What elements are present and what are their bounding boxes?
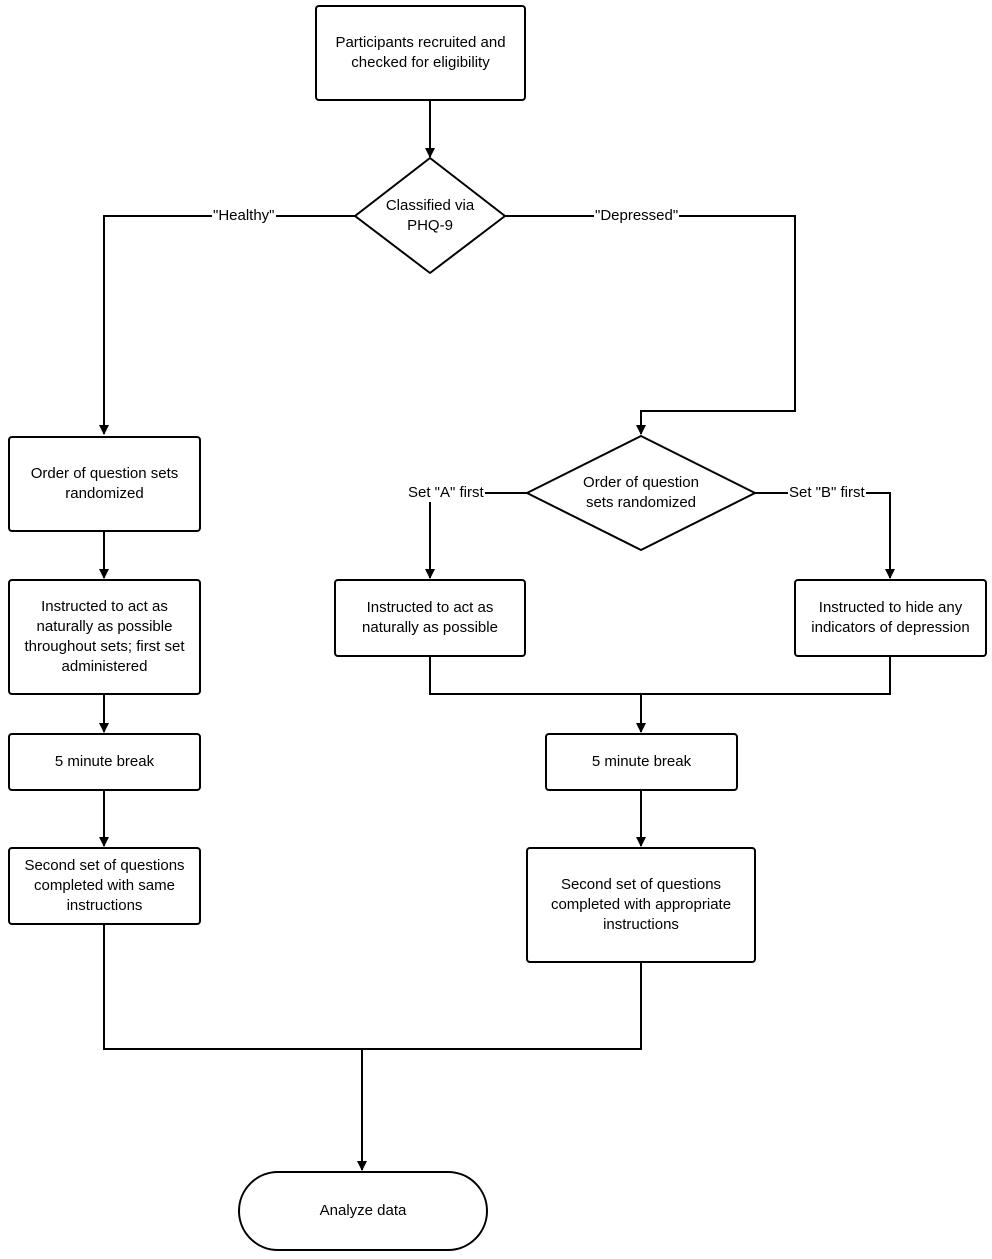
depressed-label: "Depressed" — [594, 207, 680, 225]
edge-set-b — [755, 492, 895, 579]
edge-classify-depressed — [505, 215, 796, 435]
randomize-diamond — [526, 435, 756, 551]
edge-set-a — [425, 492, 527, 579]
analyze-terminal: Analyze data — [238, 1171, 488, 1251]
set-a-instruct-box: Instructed to act as naturally as possib… — [334, 579, 526, 657]
healthy-second-box: Second set of questions completed with s… — [8, 847, 201, 925]
recruit-box: Participants recruited and checked for e… — [315, 5, 526, 101]
classify-diamond — [354, 157, 506, 274]
healthy-label: "Healthy" — [212, 207, 276, 225]
depressed-randomize-text: Order of question sets randomized — [583, 474, 699, 511]
set-b-instruct-box: Instructed to hide any indicators of dep… — [794, 579, 987, 657]
healthy-break-box: 5 minute break — [8, 733, 201, 791]
healthy-randomize-box: Order of question sets randomized — [8, 436, 201, 532]
depressed-second-box: Second set of questions completed with a… — [526, 847, 756, 963]
classify-text: Classified via PHQ-9 — [385, 197, 475, 234]
edge-classify-healthy — [99, 215, 355, 435]
depressed-break-box: 5 minute break — [545, 733, 738, 791]
edge-final-merge — [103, 925, 642, 1050]
set-a-label: Set "A" first — [407, 484, 485, 502]
healthy-instruct-box: Instructed to act as naturally as possib… — [8, 579, 201, 695]
edge-merge-ab — [429, 657, 891, 695]
set-b-label: Set "B" first — [788, 484, 866, 502]
